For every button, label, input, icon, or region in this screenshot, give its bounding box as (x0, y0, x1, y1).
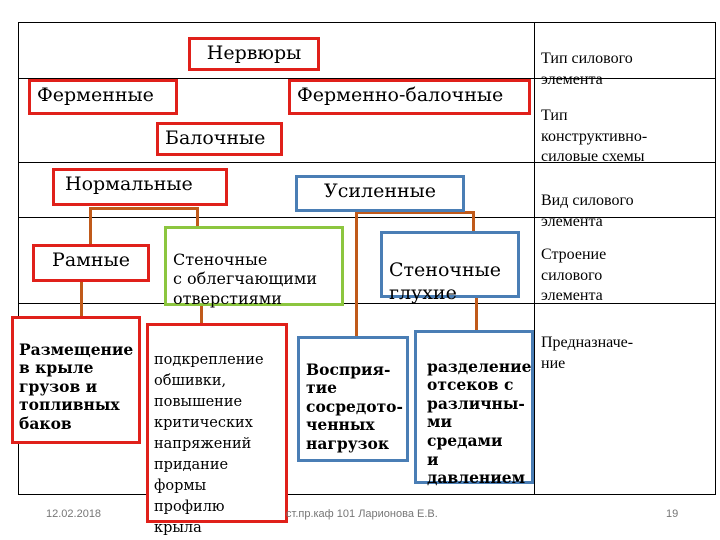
connector-normalnye-ramnye-h (89, 207, 199, 210)
box-fermenno-balochnye-label: Ферменно-балочные (297, 84, 504, 106)
box-balochnye: Балочные (156, 122, 283, 156)
footer-author: ст.пр.каф 101 Ларионова Е.В. (286, 508, 438, 520)
side-label-row4: Строение силового элемента (541, 224, 711, 307)
connector-usilennye-right-v (472, 211, 475, 233)
box-usilennye: Усиленные (295, 175, 465, 212)
box-podkreplenie: подкрепление обшивки, повышение критичес… (146, 323, 288, 536)
connector-stenochnye-razdelenie (475, 297, 478, 331)
table-column-divider (534, 22, 535, 495)
row-divider-1 (18, 78, 716, 79)
connector-usilennye-h (355, 211, 475, 214)
box-nervury: Нервюры (188, 37, 320, 71)
box-normalnye-label: Нормальные (65, 173, 193, 195)
box-nervury-label: Нервюры (206, 42, 302, 64)
box-razdelenie-label: разделение отсеков с различны- ми средам… (427, 356, 532, 488)
side-label-row3-text: Вид силового элемента (541, 191, 634, 230)
table-border-right (715, 22, 716, 495)
side-label-row2-text: Тип конструктивно- силовые схемы (541, 106, 648, 166)
box-ramnye-label: Рамные (52, 249, 130, 271)
box-fermennye-label: Ферменные (37, 84, 154, 106)
footer-page-number: 19 (666, 508, 679, 520)
row-divider-3 (18, 217, 716, 218)
box-razmeshchenie-label: Размещение в крыле грузов и топливных ба… (19, 339, 134, 433)
box-stenochnye-glukhie: Стеночные глухие (380, 231, 520, 304)
side-label-row1-text: Тип силового элемента (541, 49, 633, 88)
table-border-left (18, 22, 19, 495)
box-normalnye: Нормальные (52, 168, 228, 206)
box-stenochnye-oblegch: Стеночные с облегчающими отверстиями (164, 226, 344, 308)
box-vospriyatie-label: Восприя- тие сосредото- ченных нагрузок (306, 359, 403, 453)
box-fermennye: Ферменные (28, 79, 178, 115)
side-label-row5: Предназначе- ние (541, 312, 711, 374)
table-border-bottom (18, 494, 716, 495)
box-stenochnye-oblegch-label: Стеночные с облегчающими отверстиями (173, 250, 318, 308)
row-divider-4 (18, 303, 716, 304)
box-stenochnye-glukhie-label: Стеночные глухие (389, 258, 501, 304)
side-label-row5-text: Предназначе- ние (541, 333, 634, 372)
connector-normalnye-ramnye-v (89, 207, 92, 245)
connector-ramnye-razmeshchenie (80, 282, 83, 316)
side-label-row4-text: Строение силового элемента (541, 245, 607, 305)
row-divider-2 (18, 162, 716, 163)
box-ramnye: Рамные (32, 244, 150, 282)
box-razmeshchenie: Размещение в крыле грузов и топливных ба… (11, 316, 141, 444)
side-label-row2: Тип конструктивно- силовые схемы (541, 85, 711, 168)
box-balochnye-label: Балочные (165, 127, 266, 149)
connector-stenochnye-podkreplenie (200, 305, 203, 325)
footer-date: 12.02.2018 (46, 508, 102, 520)
connector-usilennye-left-v (355, 211, 358, 339)
box-fermenno-balochnye: Ферменно-балочные (288, 79, 531, 115)
box-vospriyatie: Восприя- тие сосредото- ченных нагрузок (297, 336, 409, 462)
box-usilennye-label: Усиленные (323, 180, 437, 202)
side-label-row3: Вид силового элемента (541, 170, 711, 232)
table-border-top (18, 22, 716, 23)
connector-normalnye-stenochnye-v (196, 207, 199, 229)
side-label-row1: Тип силового элемента (541, 28, 711, 90)
box-razdelenie: разделение отсеков с различны- ми средам… (414, 330, 534, 487)
box-podkreplenie-label: подкрепление обшивки, повышение критичес… (154, 352, 264, 537)
